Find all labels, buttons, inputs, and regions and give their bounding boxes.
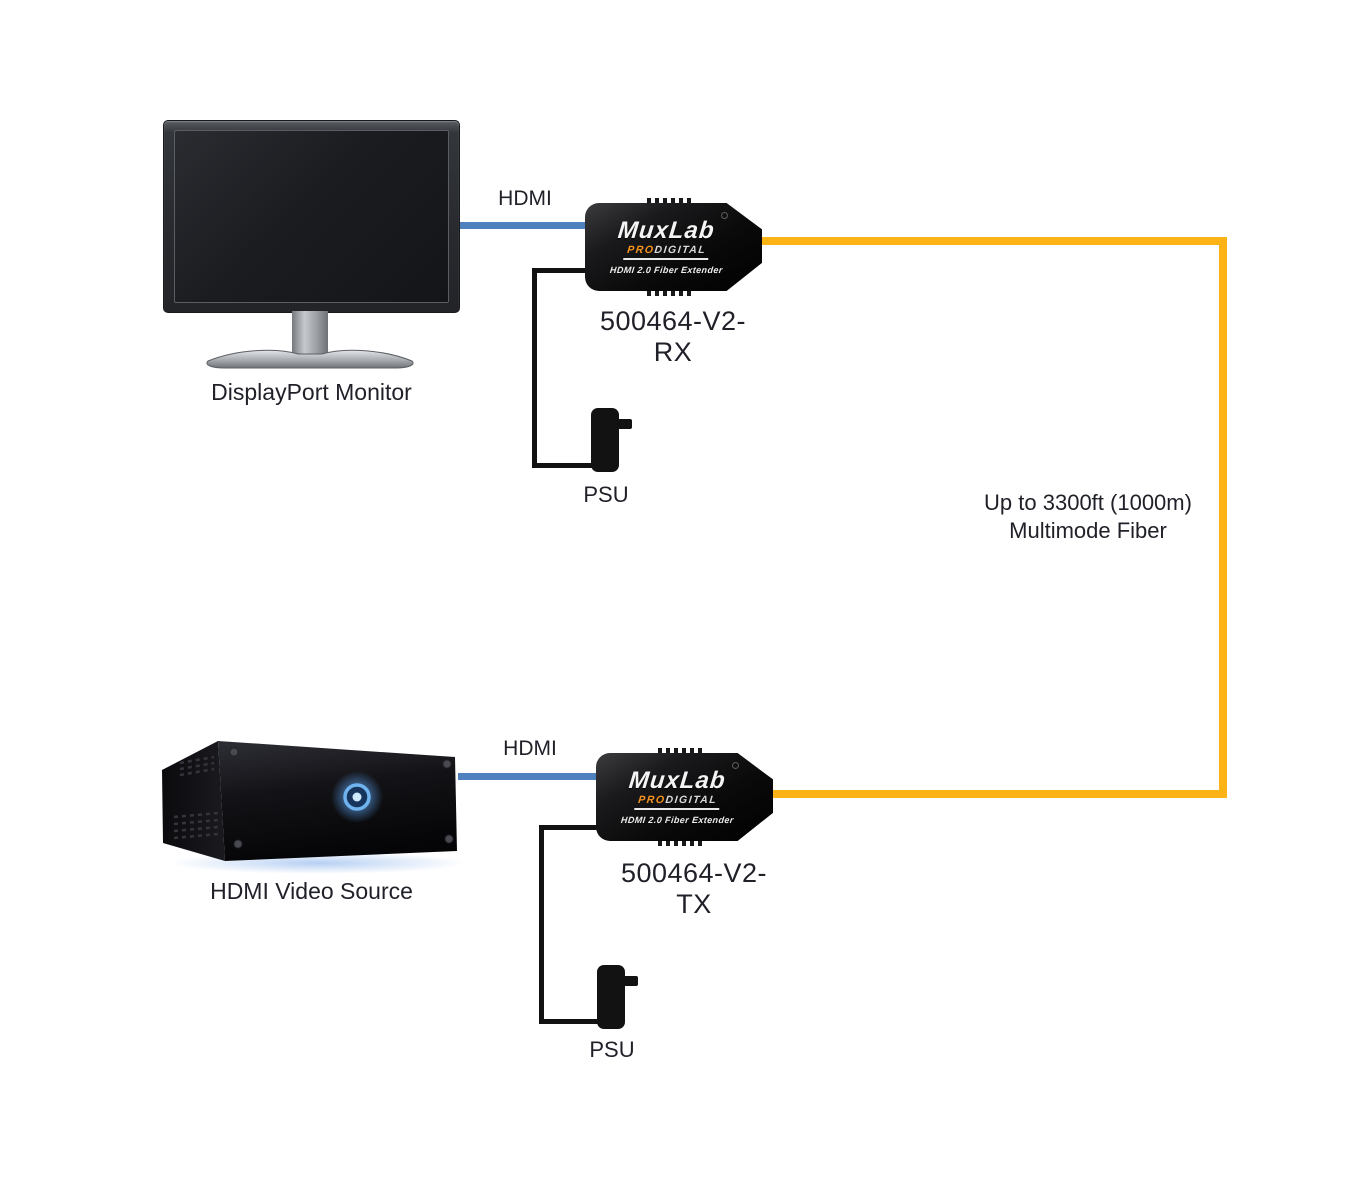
led-indicator-icon bbox=[721, 212, 728, 219]
heatsink-fins-icon bbox=[647, 198, 693, 204]
vent-slots-icon bbox=[173, 755, 219, 840]
psu-bottom-label: PSU bbox=[589, 1037, 635, 1062]
heatsink-fins-icon bbox=[647, 290, 693, 296]
prodigital-digital-text: DIGITAL bbox=[664, 794, 718, 806]
fiber-extender-rx: MuxLab PRODIGITAL HDMI 2.0 Fiber Extende… bbox=[585, 198, 762, 296]
monitor-label: DisplayPort Monitor bbox=[211, 379, 412, 405]
power-cable-top-horizontal1 bbox=[532, 268, 590, 273]
psu-bottom-body bbox=[597, 965, 625, 1029]
monitor-stand-icon bbox=[206, 311, 414, 369]
fiber-note-line1: Up to 3300ft (1000m) bbox=[984, 490, 1192, 515]
corner-screws-icon bbox=[229, 747, 454, 849]
prodigital-digital-text: DIGITAL bbox=[653, 244, 707, 256]
power-button-core bbox=[352, 792, 362, 802]
psu-top-body bbox=[591, 408, 619, 472]
fiber-note-line2: Multimode Fiber bbox=[1009, 518, 1167, 543]
hdmi-cable-bottom bbox=[458, 773, 600, 780]
fiber-cable-top-segment bbox=[755, 237, 1227, 245]
muxlab-logo: MuxLab bbox=[627, 767, 728, 794]
psu-top-label: PSU bbox=[583, 482, 629, 507]
power-cable-bottom-horizontal1 bbox=[539, 825, 601, 830]
extender-rx-body: MuxLab PRODIGITAL HDMI 2.0 Fiber Extende… bbox=[585, 203, 762, 291]
hdmi-label-bottom: HDMI bbox=[503, 737, 557, 760]
video-source bbox=[162, 741, 466, 874]
hdmi-label-top: HDMI bbox=[498, 187, 552, 210]
power-cable-bottom-horizontal2 bbox=[539, 1019, 601, 1024]
psu-bottom-plug-prong-icon bbox=[624, 976, 638, 986]
video-source-left-face bbox=[162, 741, 225, 861]
fiber-cable-vertical-segment bbox=[1219, 237, 1227, 797]
fiber-extender-tx: MuxLab PRODIGITAL HDMI 2.0 Fiber Extende… bbox=[596, 748, 773, 846]
prodigital-pro-text: PRO bbox=[626, 244, 656, 256]
extender-subtitle: HDMI 2.0 Fiber Extender bbox=[609, 265, 724, 275]
fiber-cable-bottom-segment bbox=[760, 790, 1227, 798]
power-cable-top-horizontal2 bbox=[532, 463, 596, 468]
heatsink-fins-icon bbox=[658, 840, 704, 846]
led-indicator-icon bbox=[732, 762, 739, 769]
prodigital-logo: PRODIGITAL bbox=[623, 244, 710, 260]
extender-tx-body: MuxLab PRODIGITAL HDMI 2.0 Fiber Extende… bbox=[596, 753, 773, 841]
video-source-label: HDMI Video Source bbox=[210, 878, 413, 904]
model-label-tx: 500464-V2-TX bbox=[620, 858, 768, 919]
muxlab-logo: MuxLab bbox=[616, 217, 717, 244]
monitor-screen bbox=[174, 130, 449, 303]
fiber-length-note: Up to 3300ft (1000m) Multimode Fiber bbox=[950, 489, 1226, 545]
heatsink-fins-icon bbox=[658, 748, 704, 754]
power-cable-bottom-vertical bbox=[539, 825, 544, 1024]
prodigital-logo: PRODIGITAL bbox=[634, 794, 721, 810]
monitor bbox=[163, 120, 460, 313]
power-cable-top-vertical bbox=[532, 268, 537, 468]
model-label-rx: 500464-V2-RX bbox=[599, 306, 747, 367]
prodigital-pro-text: PRO bbox=[637, 794, 667, 806]
psu-top-plug-prong-icon bbox=[618, 419, 632, 429]
hdmi-cable-top bbox=[458, 222, 590, 229]
extender-subtitle: HDMI 2.0 Fiber Extender bbox=[620, 815, 735, 825]
